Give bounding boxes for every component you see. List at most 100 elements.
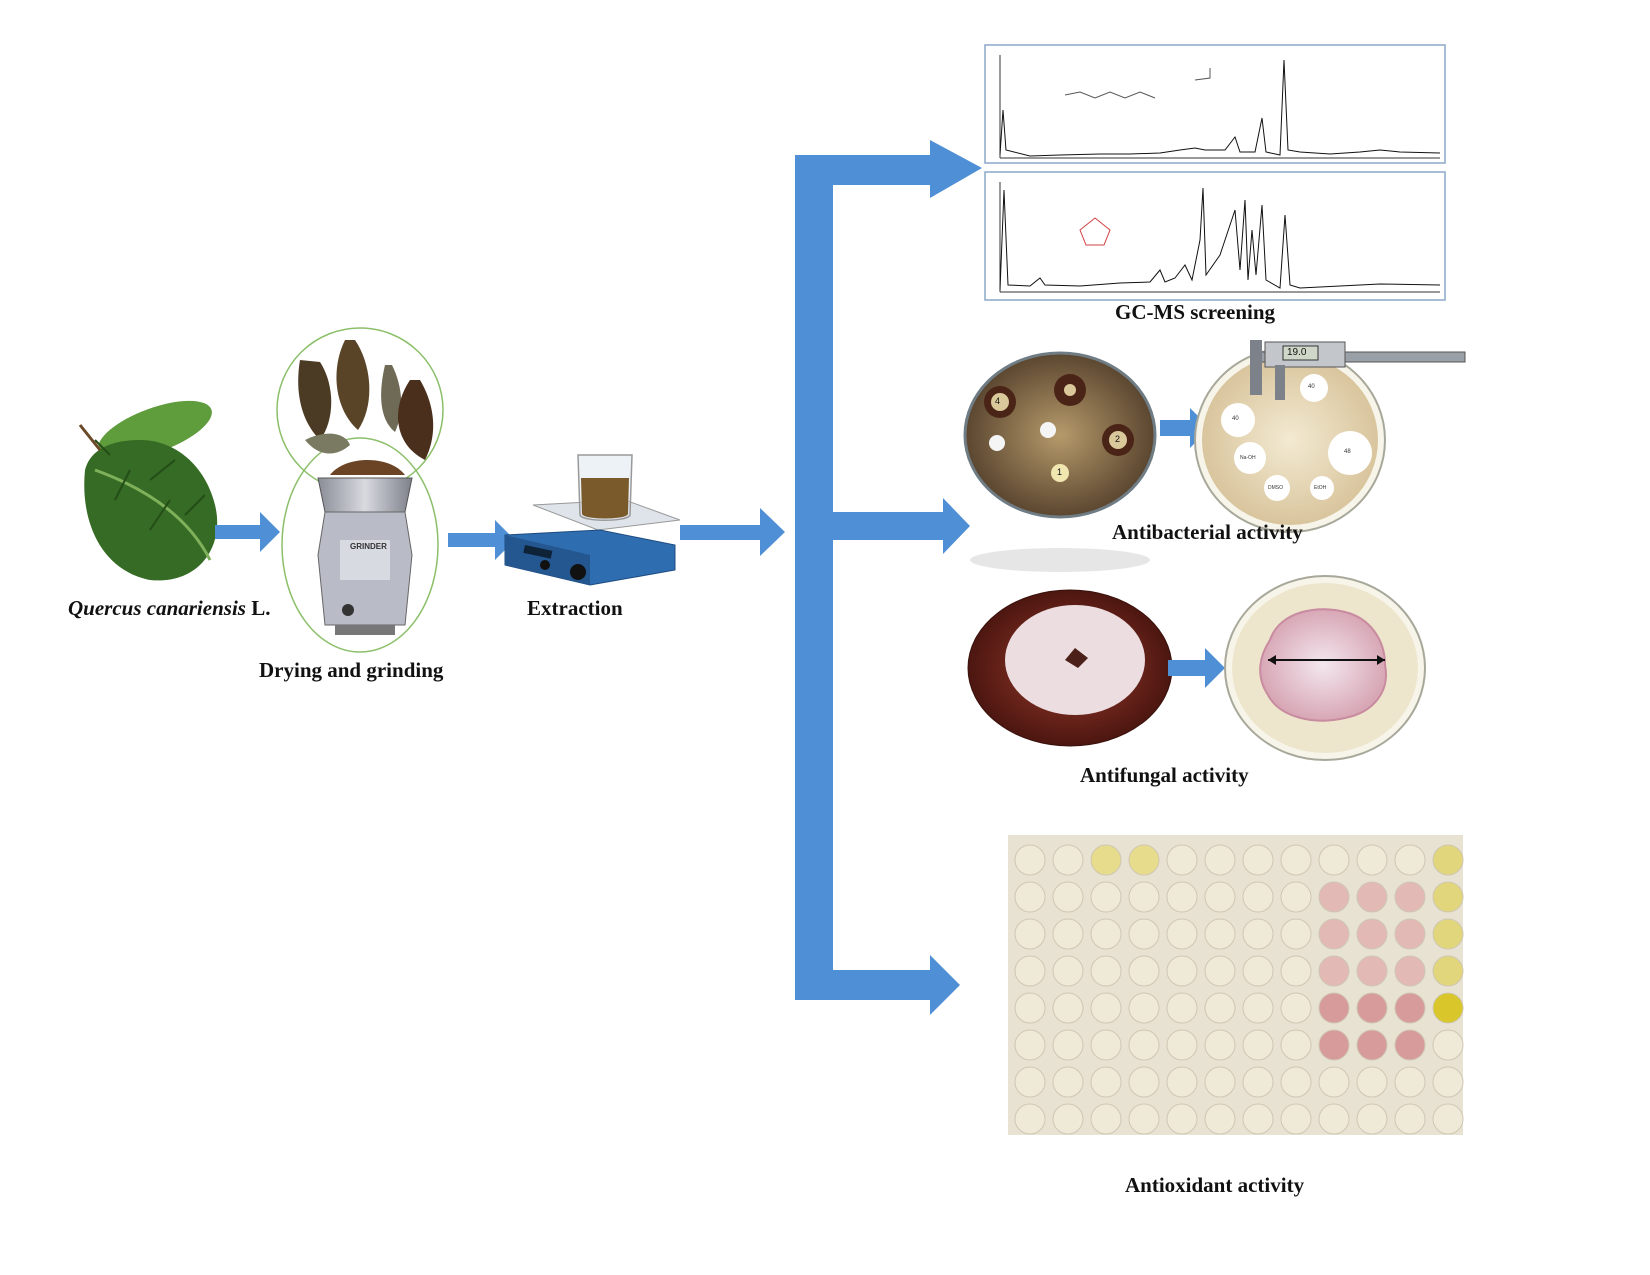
microplate-well — [1204, 881, 1236, 913]
microplate-well — [1128, 918, 1160, 950]
fungal-plate-icon — [967, 589, 1173, 747]
microplate-well — [1014, 1066, 1046, 1098]
microplate-well — [1432, 881, 1464, 913]
microplate-well — [1318, 881, 1350, 913]
microplate-well — [1432, 1066, 1464, 1098]
microplate-well — [1090, 1029, 1122, 1061]
disc-label: DMSO — [1268, 485, 1283, 491]
microplate-well — [1052, 844, 1084, 876]
label-gcms: GC-MS screening — [1115, 300, 1276, 324]
microplate-well — [1166, 881, 1198, 913]
microplate-well — [1128, 844, 1160, 876]
microplate-well — [1432, 844, 1464, 876]
microplate-well — [1052, 918, 1084, 950]
microplate-well — [1356, 955, 1388, 987]
microplate-well — [1166, 918, 1198, 950]
disc-label: Na-OH — [1240, 455, 1256, 461]
quercus-leaves-icon — [78, 400, 218, 581]
microplate-well — [1432, 1103, 1464, 1135]
microplate-well — [1090, 918, 1122, 950]
microplate-well — [1280, 955, 1312, 987]
microplate-well — [1090, 844, 1122, 876]
microplate-well — [1052, 1029, 1084, 1061]
hotplate-icon — [504, 499, 681, 586]
beaker-icon — [577, 454, 633, 521]
microplate-well — [1356, 992, 1388, 1024]
microplate-well — [1166, 992, 1198, 1024]
microplate-well — [1280, 844, 1312, 876]
microplate-well — [1204, 1103, 1236, 1135]
chromatogram-icon — [984, 44, 1446, 301]
microplate-well — [1128, 955, 1160, 987]
microplate-well — [1318, 955, 1350, 987]
microplate-well — [1242, 918, 1274, 950]
microplate-well — [1356, 1066, 1388, 1098]
disc-label: EtOH — [1314, 485, 1327, 491]
branch-bracket — [795, 140, 982, 1015]
microplate-well — [1166, 955, 1198, 987]
microplate-well — [1052, 1103, 1084, 1135]
caliper-icon — [1250, 340, 1466, 400]
disc-label: 40 — [1308, 384, 1315, 390]
microplate-well — [1090, 881, 1122, 913]
label-quercus: Quercus canariensis L. — [68, 596, 270, 621]
microplate-well — [1090, 1066, 1122, 1098]
microplate-well — [1128, 1103, 1160, 1135]
microplate-well — [1014, 1029, 1046, 1061]
photo-number: 4 — [995, 396, 1001, 406]
microplate-well — [1280, 881, 1312, 913]
microplate-well — [1318, 1029, 1350, 1061]
microplate-well — [1014, 881, 1046, 913]
label-antioxidant: Antioxidant activity — [1125, 1173, 1305, 1197]
label-antifungal: Antifungal activity — [1080, 763, 1249, 787]
label-drying: Drying and grinding — [259, 658, 444, 682]
microplate-well — [1280, 992, 1312, 1024]
microplate-well — [1280, 918, 1312, 950]
arrow-3 — [680, 508, 785, 556]
microplate-well — [1052, 1066, 1084, 1098]
microplate-well — [1052, 992, 1084, 1024]
microplate-well — [1432, 918, 1464, 950]
arrow-2 — [448, 520, 515, 560]
microplate-well — [1318, 844, 1350, 876]
microplate-well — [1090, 992, 1122, 1024]
microplate-well — [1432, 992, 1464, 1024]
microplate-well — [1128, 881, 1160, 913]
microplate-well — [1204, 992, 1236, 1024]
microplate-well — [1394, 844, 1426, 876]
arrow-1 — [215, 512, 280, 552]
microplate-well — [1394, 918, 1426, 950]
microplate-well — [1318, 992, 1350, 1024]
microplate-well — [1090, 1103, 1122, 1135]
caliper-reading: 19.0 — [1287, 347, 1307, 358]
microplate-well — [1280, 1029, 1312, 1061]
antibacterial-photo-icon — [963, 351, 1157, 519]
microplate-well — [1394, 1103, 1426, 1135]
microplate-well — [1166, 1103, 1198, 1135]
microplate-well — [1014, 992, 1046, 1024]
label-quercus-italic: Quercus canariensis — [68, 596, 246, 620]
microplate-well — [1128, 1029, 1160, 1061]
microplate-well — [1166, 844, 1198, 876]
label-extraction: Extraction — [527, 596, 623, 620]
grinder-icon — [276, 327, 444, 653]
microplate-well — [1394, 881, 1426, 913]
microplate-well — [1204, 1029, 1236, 1061]
microplate-well — [1242, 881, 1274, 913]
microplate-well — [1394, 992, 1426, 1024]
disc-label: 48 — [1344, 449, 1351, 455]
microplate-well — [1128, 992, 1160, 1024]
microplate-well — [1090, 955, 1122, 987]
microplate-well — [1166, 1066, 1198, 1098]
microplate-well — [1242, 1103, 1274, 1135]
photo-number: 2 — [1115, 434, 1121, 444]
microplate-well — [1318, 1066, 1350, 1098]
microplate-well — [1356, 1103, 1388, 1135]
disc-label: 40 — [1232, 416, 1239, 422]
microplate-well — [1242, 1029, 1274, 1061]
label-antibacterial: Antibacterial activity — [1112, 520, 1303, 544]
microplate-well — [1166, 1029, 1198, 1061]
microplate-well — [1280, 1103, 1312, 1135]
microplate-well — [1242, 992, 1274, 1024]
